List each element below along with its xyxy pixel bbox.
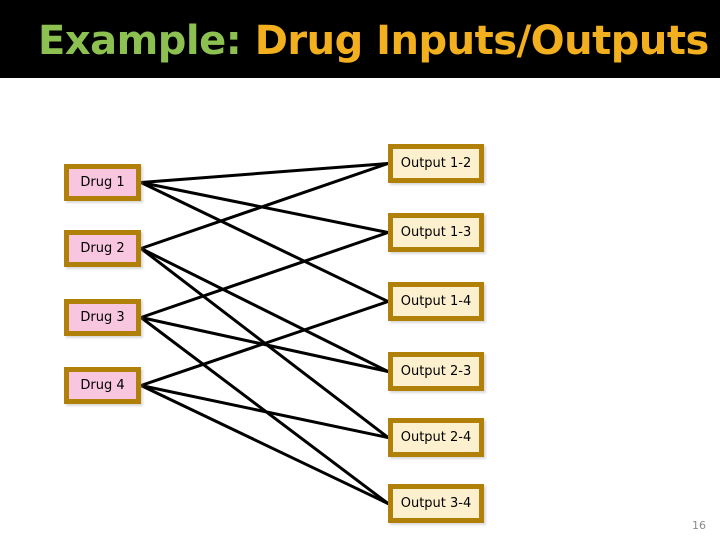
output-node-out24[interactable]: Output 2-4 bbox=[388, 418, 484, 457]
page-number: 16 bbox=[692, 519, 706, 532]
page-title-prefix: Example: bbox=[38, 18, 242, 64]
node-label: Output 3-4 bbox=[400, 496, 472, 511]
node-label: Output 2-4 bbox=[400, 430, 472, 445]
page-title: Example: Drug Inputs/Outputs bbox=[38, 18, 709, 64]
edge-drug2-out23 bbox=[139, 247, 390, 373]
node-label: Output 1-4 bbox=[400, 294, 472, 309]
edge-drug4-out24 bbox=[139, 384, 390, 439]
output-node-out13[interactable]: Output 1-3 bbox=[388, 213, 484, 252]
output-node-out12[interactable]: Output 1-2 bbox=[388, 144, 484, 183]
node-label: Output 1-2 bbox=[400, 156, 472, 171]
node-label: Drug 2 bbox=[80, 241, 125, 256]
edge-drug4-out34 bbox=[139, 384, 390, 505]
input-node-drug2[interactable]: Drug 2 bbox=[64, 230, 141, 267]
input-node-drug4[interactable]: Drug 4 bbox=[64, 367, 141, 404]
edge-layer bbox=[139, 162, 390, 505]
title-banner: Example: Drug Inputs/Outputs bbox=[0, 0, 720, 78]
node-label: Output 2-3 bbox=[400, 364, 472, 379]
page-title-main: Drug Inputs/Outputs bbox=[254, 18, 710, 64]
output-node-out34[interactable]: Output 3-4 bbox=[388, 484, 484, 523]
node-label: Drug 1 bbox=[80, 175, 125, 190]
output-node-out23[interactable]: Output 2-3 bbox=[388, 352, 484, 391]
node-label: Drug 3 bbox=[80, 310, 125, 325]
edge-drug2-out12 bbox=[139, 162, 390, 250]
output-node-out14[interactable]: Output 1-4 bbox=[388, 282, 484, 321]
node-label: Output 1-3 bbox=[400, 225, 472, 240]
edge-drug4-out14 bbox=[139, 300, 390, 387]
edge-drug3-out13 bbox=[139, 231, 390, 319]
node-label: Drug 4 bbox=[80, 378, 125, 393]
input-node-drug3[interactable]: Drug 3 bbox=[64, 299, 141, 336]
input-node-drug1[interactable]: Drug 1 bbox=[64, 164, 141, 201]
edge-drug1-out14 bbox=[139, 181, 390, 303]
edge-drug1-out12 bbox=[139, 162, 390, 184]
